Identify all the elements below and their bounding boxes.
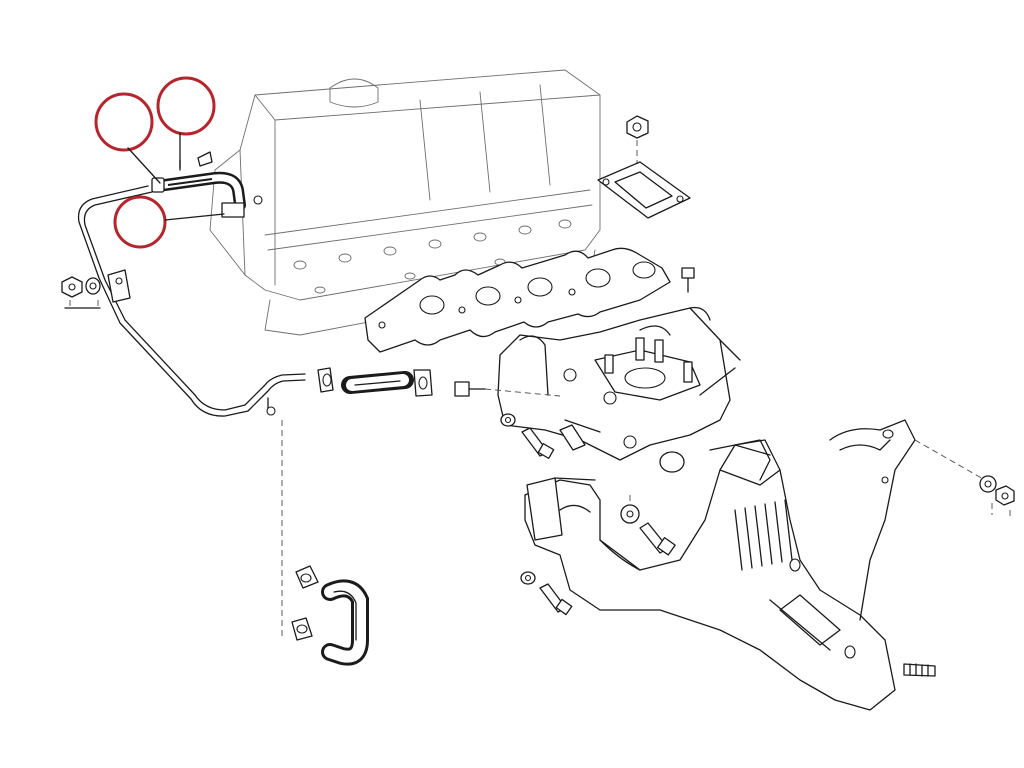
vacuum-fitting xyxy=(454,381,561,397)
exhaust-fasteners xyxy=(520,495,936,677)
intake-manifold xyxy=(497,306,741,461)
head-bolt-holes xyxy=(293,219,572,294)
callout-circle-3 xyxy=(113,195,167,249)
callout-circle-2 xyxy=(156,76,216,136)
pipe-bracket xyxy=(107,269,131,303)
insulator-plate xyxy=(597,161,691,219)
vacuum-pipe xyxy=(77,185,306,417)
carb-mount-top xyxy=(597,115,691,219)
clamp-tab xyxy=(197,151,213,167)
nut-washer-right xyxy=(914,439,1015,520)
heater-hose-section xyxy=(317,367,433,397)
exhaust-stud xyxy=(903,663,936,677)
exhaust-manifold xyxy=(524,419,916,711)
breather-valve xyxy=(221,202,245,218)
stud-bolt-upper xyxy=(681,267,695,293)
nut-washer-left xyxy=(61,276,101,309)
heat-shield-fins xyxy=(734,499,793,571)
callout-circle-1 xyxy=(94,92,154,152)
breather-hose-assembly xyxy=(151,151,263,218)
manifold-fasteners xyxy=(500,413,685,473)
hose-clip xyxy=(151,177,165,193)
callout-circles xyxy=(94,76,216,249)
lower-hose-assembly xyxy=(281,420,369,666)
manifold-gasket xyxy=(364,247,671,353)
manifold-block xyxy=(526,477,563,541)
cap-nut xyxy=(659,451,685,473)
callout-leaders xyxy=(127,132,225,221)
